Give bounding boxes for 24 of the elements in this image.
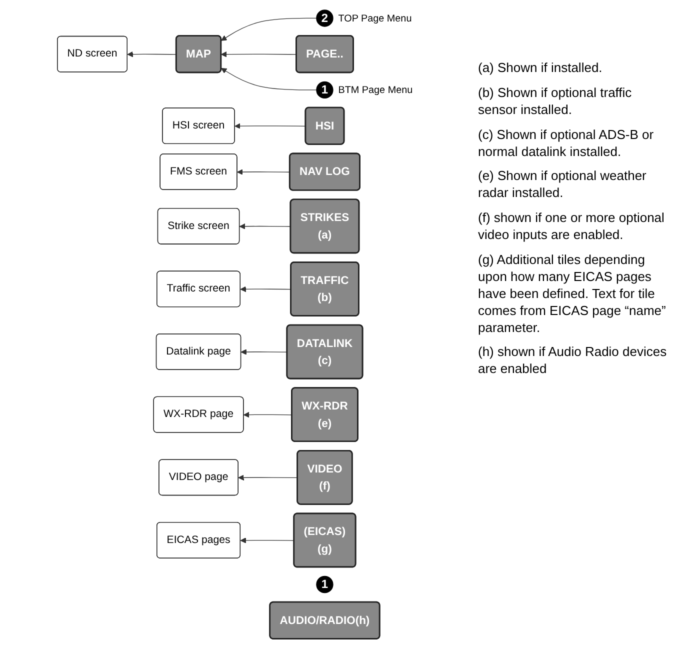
arrow <box>127 50 177 57</box>
footnote-text: (a) Shown if installed. <box>478 60 604 77</box>
arrow <box>240 537 295 543</box>
footnote-text: (b) Shown if optional traffic sensor installed. <box>478 84 633 119</box>
node-circle: 1 <box>316 575 334 593</box>
arrow <box>220 67 317 90</box>
node-circle: 1 <box>316 80 334 98</box>
arrow <box>220 50 297 57</box>
footnote-text: (e) Shown if optional weather radar installed. <box>478 168 648 202</box>
menu-caption: BTM Page Menu <box>338 84 413 96</box>
arrow <box>240 348 288 354</box>
arrow <box>234 122 306 128</box>
arrow <box>238 474 298 480</box>
arrow <box>243 411 292 418</box>
menu-caption: TOP Page Menu <box>338 13 412 24</box>
arrow <box>240 286 292 292</box>
footnote-text: (h) shown if Audio Radio devices are enabled <box>478 344 668 378</box>
arrow <box>237 168 290 174</box>
arrow <box>239 222 292 229</box>
node-circle: 2 <box>316 9 334 26</box>
footnote-text: (g) Additional tiles depending upon how many EICAS pages have been defined. Text for tile comes from EICAS page “name” parameter. <box>478 252 667 336</box>
footnote-text: (f) shown if one or more optional video inputs are enabled. <box>478 210 666 244</box>
footnote-text: (c) Shown if optional ADS-B or normal datalink installed. <box>478 126 655 160</box>
arrow <box>220 17 317 40</box>
